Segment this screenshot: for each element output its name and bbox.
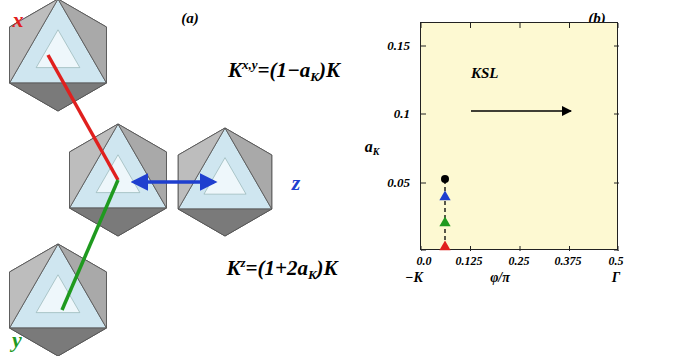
label-text: z (292, 170, 301, 195)
label-group: y (12, 329, 22, 351)
z-bond (134, 180, 214, 184)
triangle-marker (439, 216, 450, 226)
label-group: 0.125 (456, 255, 483, 267)
label-group: Kz=(1+2aK)K (226, 256, 337, 281)
label-text: =(1−a (258, 57, 311, 81)
phase-label: KSL (471, 65, 499, 82)
label-group: 0.15 (387, 39, 410, 52)
label-text: φ/π (490, 270, 510, 285)
octahedron (10, 244, 107, 356)
label-text: z (240, 255, 245, 270)
label-group: −K (405, 271, 423, 285)
label-group: 0.25 (509, 255, 530, 267)
label-text: )K (319, 57, 340, 81)
octahedron (10, 0, 107, 111)
label-text: Γ (612, 270, 620, 285)
label-text: x,y (242, 57, 258, 72)
label-group: Kx,y=(1−aK)K (228, 58, 340, 83)
label-group: aK (365, 139, 380, 157)
label-text: K (373, 146, 380, 157)
triangle-marker (439, 240, 450, 250)
circle-marker (441, 175, 449, 183)
label-group: 0.0 (417, 255, 432, 267)
triangle-marker (439, 190, 450, 200)
label-group: (a) (181, 11, 199, 26)
label-group: z (292, 172, 301, 194)
label-group: 0.375 (555, 255, 582, 267)
label-text: 0.25 (509, 254, 530, 268)
direction-arrow (471, 110, 571, 112)
label-text: K (308, 266, 317, 281)
label-group: φ/π (490, 271, 510, 285)
dashed-line (444, 179, 445, 247)
label-group: Γ (612, 271, 620, 285)
label-group: x (13, 9, 24, 31)
label-text: K (310, 68, 319, 83)
plot-marks (421, 23, 619, 251)
label-group: 0.5 (609, 255, 624, 267)
label-text: −K (405, 270, 423, 285)
x-bond (48, 55, 118, 180)
y-bond (62, 180, 118, 310)
label-text: 0.125 (456, 254, 483, 268)
label-text: 0.05 (387, 175, 410, 190)
label-text: 0.5 (609, 254, 624, 268)
label-text: (a) (181, 10, 199, 26)
label-group: 0.05 (387, 176, 410, 189)
label-text: =(1+2a (245, 255, 307, 279)
label-group: 0.1 (394, 107, 410, 120)
label-text: y (12, 327, 22, 352)
phase-region: KSL (420, 22, 618, 250)
label-text: a (365, 138, 373, 155)
label-text: 0.1 (394, 106, 410, 121)
label-text: K (228, 57, 242, 81)
label-text: )K (317, 255, 338, 279)
label-text: x (13, 7, 24, 32)
label-text: 0.15 (387, 38, 410, 53)
label-text: 0.0 (417, 254, 432, 268)
label-text: 0.375 (555, 254, 582, 268)
label-text: K (226, 255, 240, 279)
